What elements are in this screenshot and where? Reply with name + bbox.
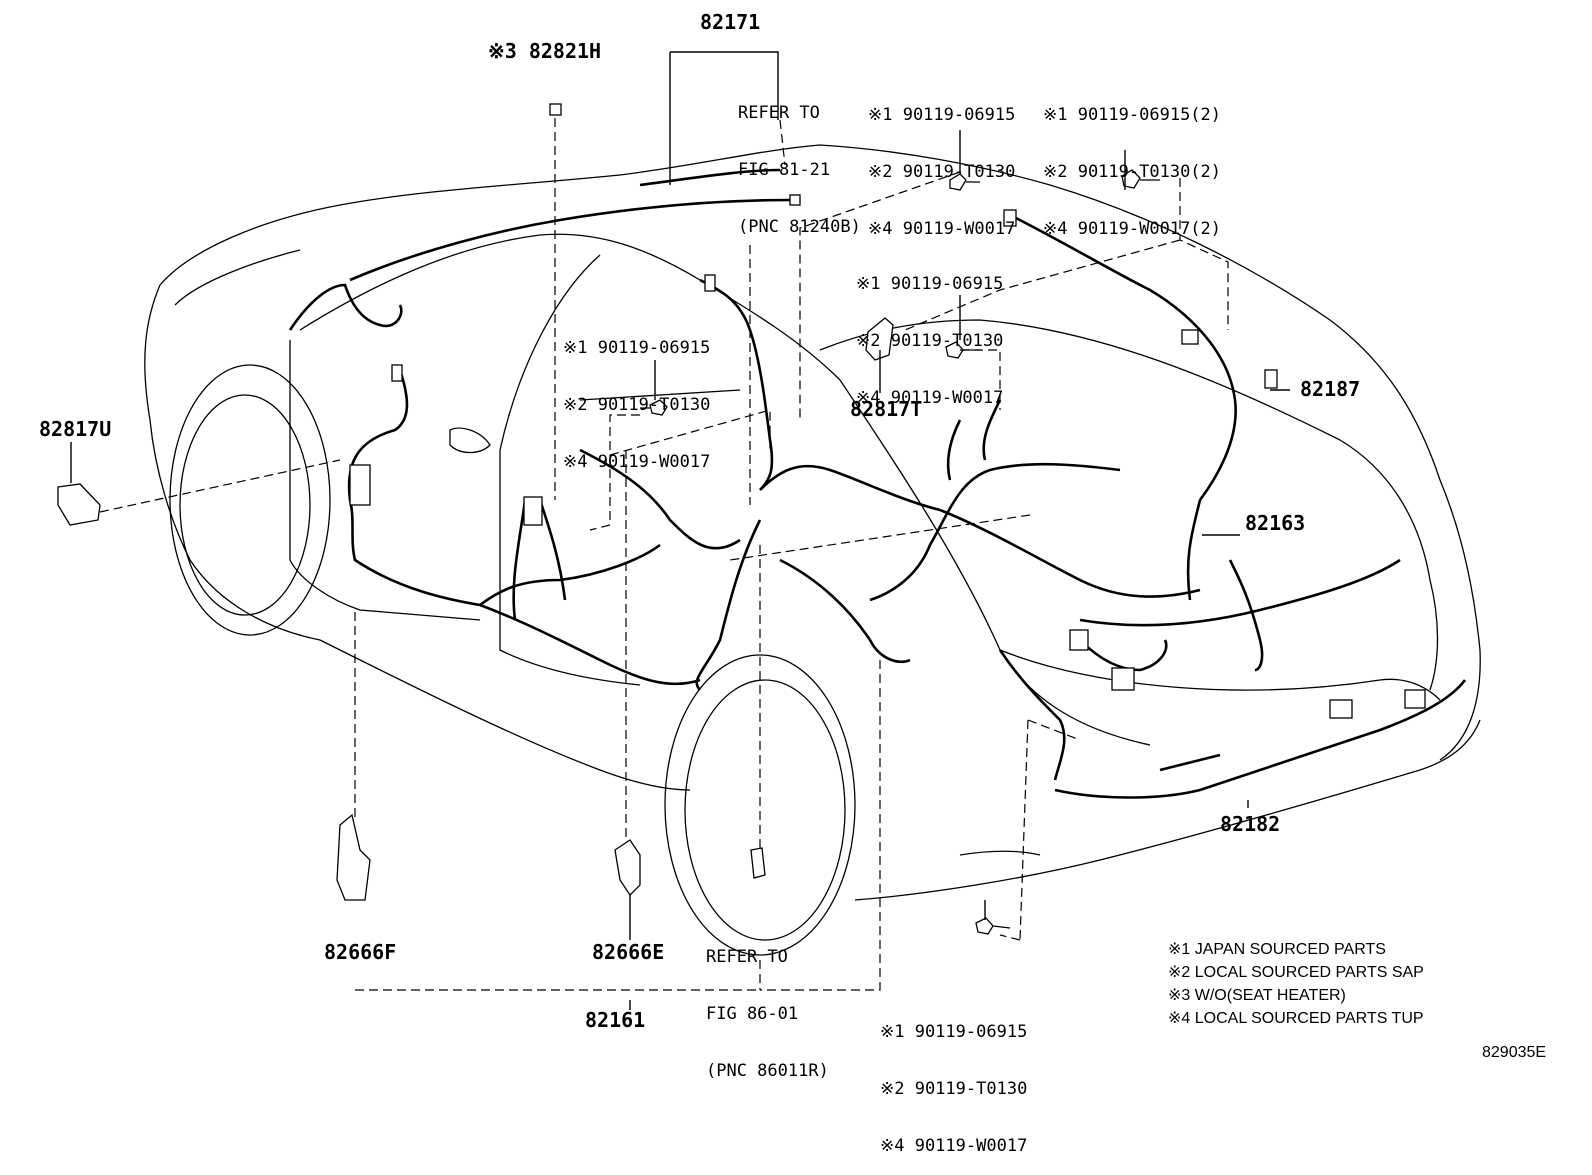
refer-line: FIG 81-21 <box>738 160 831 180</box>
bolt-line: ※4 90119-W0017 <box>856 388 1004 408</box>
bolt-line: ※2 90119-T0130 <box>856 331 1004 351</box>
refer-line: REFER TO <box>738 103 820 123</box>
bracket-82817T <box>865 317 894 361</box>
bolt-line: ※2 90119-T0130 <box>868 162 1016 182</box>
part-number-82161: 82161 <box>585 1008 646 1032</box>
car-body-drawing <box>57 51 1481 1010</box>
bolt-line: ※1 90119-06915 <box>563 338 711 358</box>
bolt-line: ※1 90119-06915 <box>856 274 1004 294</box>
bolt-line: ※4 90119-W0017 <box>880 1136 1028 1156</box>
figure-code: 829035E <box>1482 1044 1547 1061</box>
part-number-82666F: 82666F <box>324 940 397 964</box>
refer-line: REFER TO <box>706 947 788 967</box>
leader-lines <box>70 51 1290 1010</box>
car-outline <box>144 144 1481 956</box>
wiring-harness-diagram: 82171 ※3 82821H 82817U 82817T 82187 8216… <box>39 10 1547 1156</box>
refer-note-fig-86-01: REFER TO FIG 86-01 (PNC 86011R) <box>706 910 829 1100</box>
bolt-line: ※4 90119-W0017 <box>868 219 1016 239</box>
bolt-group-top-right: ※1 90119-06915(2) ※2 90119-T0130(2) ※4 9… <box>1043 68 1221 258</box>
refer-line: (PNC 81240B) <box>738 217 861 237</box>
part-number-82163: 82163 <box>1245 511 1306 535</box>
block-82666F <box>336 813 371 901</box>
part-number-82182: 82182 <box>1220 812 1281 836</box>
bolt-group-bottom: ※1 90119-06915 ※2 90119-T0130 ※4 90119-W… <box>880 985 1027 1175</box>
bolt-icons <box>640 169 1160 935</box>
wire-harness-lines <box>288 168 1467 799</box>
bolt-line: ※4 90119-W0017(2) <box>1043 219 1222 239</box>
bolt-line: ※2 90119-T0130 <box>880 1079 1028 1099</box>
refer-note-fig-81-21: REFER TO FIG 81-21 (PNC 81240B) <box>738 66 861 256</box>
legend: ※1 JAPAN SOURCED PARTS ※2 LOCAL SOURCED … <box>1168 938 1424 1030</box>
part-number-82666E: 82666E <box>592 940 665 964</box>
bolt-line: ※2 90119-T0130(2) <box>1043 162 1222 182</box>
refer-line: (PNC 86011R) <box>706 1061 829 1081</box>
bolt-group-left: ※1 90119-06915 ※2 90119-T0130 ※4 90119-W… <box>563 301 710 491</box>
legend-item: ※1 JAPAN SOURCED PARTS <box>1168 941 1386 958</box>
bolt-line: ※1 90119-06915(2) <box>1043 105 1222 125</box>
bolt-line: ※4 90119-W0017 <box>563 452 711 472</box>
refer-line: FIG 86-01 <box>706 1004 799 1024</box>
bolt-line: ※1 90119-06915 <box>880 1022 1028 1042</box>
bracket-82817U <box>57 483 101 526</box>
part-number-82187: 82187 <box>1300 377 1361 401</box>
part-number-82821H: ※3 82821H <box>488 39 602 63</box>
bolt-line: ※1 90119-06915 <box>868 105 1016 125</box>
connector-parts <box>57 103 1426 935</box>
part-number-82171: 82171 <box>700 10 761 34</box>
connector-lower <box>750 847 766 879</box>
legend-item: ※2 LOCAL SOURCED PARTS SAP <box>1168 964 1424 981</box>
block-82666E <box>614 839 641 897</box>
bolt-group-top-center: ※1 90119-06915 ※2 90119-T0130 ※4 90119-W… <box>868 68 1015 258</box>
legend-item: ※4 LOCAL SOURCED PARTS TUP <box>1168 1010 1424 1027</box>
legend-item: ※3 W/O(SEAT HEATER) <box>1168 987 1346 1004</box>
bolt-line: ※2 90119-T0130 <box>563 395 711 415</box>
bolt-group-middle: ※1 90119-06915 ※2 90119-T0130 ※4 90119-W… <box>856 237 1003 427</box>
clip-82821H <box>549 103 562 116</box>
part-number-82817U: 82817U <box>39 417 112 441</box>
part-number-82817T: 82817T <box>850 397 923 421</box>
dashed-reference-lines <box>99 118 1229 991</box>
